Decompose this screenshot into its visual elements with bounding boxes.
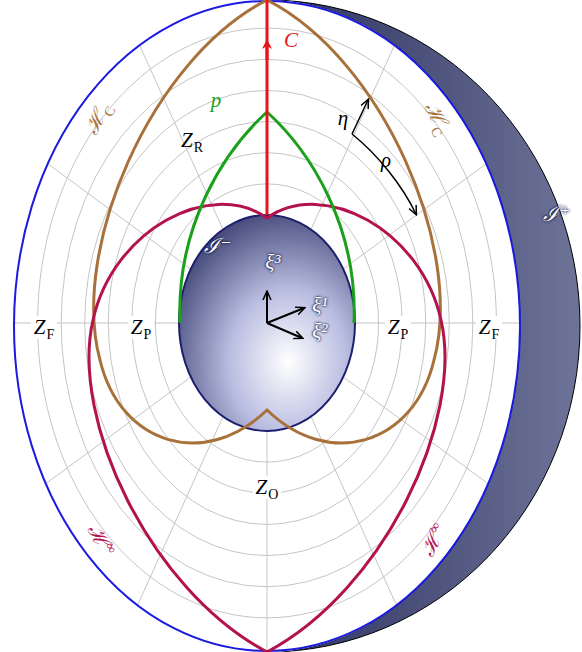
label-symbol: Z [479, 315, 491, 339]
curve-label: C [284, 30, 298, 51]
label-symbol: ξ¹ [312, 293, 327, 317]
axis-label: ξ³ [265, 252, 280, 273]
label-symbol: Z [181, 128, 193, 152]
label-symbol: Z [34, 315, 46, 339]
label-symbol: ρ [381, 148, 391, 172]
label-symbol: Z [256, 475, 268, 499]
eta-arrow [352, 100, 368, 134]
axis-label: ξ² [312, 321, 327, 342]
label-symbol: ξ³ [265, 250, 280, 274]
axis-label: ξ¹ [312, 295, 327, 316]
label-symbol: ℐ⁻ [204, 234, 231, 258]
infinity-label: ℐ⁻ [204, 236, 231, 257]
label-symbol: C [284, 28, 298, 52]
label-index: P [400, 327, 408, 342]
region-label: ZF [31, 316, 57, 339]
worldline-c [266, 0, 269, 215]
horizon-c-curve [94, 0, 441, 443]
coordinate-label: ρ [381, 150, 391, 171]
label-symbol: Z [131, 315, 143, 339]
label-index: O [268, 487, 278, 502]
label-symbol: Z [388, 315, 400, 339]
region-label: ZP [128, 316, 154, 339]
outer-boundary [14, 1, 520, 651]
horizon-infinity-curve [89, 204, 445, 652]
label-index: P [143, 327, 151, 342]
coordinate-label: η [338, 108, 348, 129]
region-label: ZR [181, 130, 203, 151]
label-symbol: p [211, 88, 222, 112]
infinity-label: ℐ⁺ [543, 204, 570, 225]
label-index: F [46, 327, 54, 342]
label-index: R [194, 140, 203, 155]
curve-label: p [211, 90, 222, 111]
rho-arrow [352, 134, 416, 214]
worldline-arrow [266, 44, 269, 60]
region-label: ZP [385, 316, 411, 339]
scri-minus-ellipse [179, 215, 355, 431]
label-symbol: ℐ⁺ [543, 202, 570, 226]
xi-axes [267, 292, 304, 338]
region-label: ZO [253, 476, 282, 499]
region-label: ZF [476, 316, 502, 339]
polar-grid [0, 0, 537, 652]
label-symbol: ξ² [312, 319, 327, 343]
label-symbol: η [338, 106, 348, 130]
label-index: F [491, 327, 499, 342]
